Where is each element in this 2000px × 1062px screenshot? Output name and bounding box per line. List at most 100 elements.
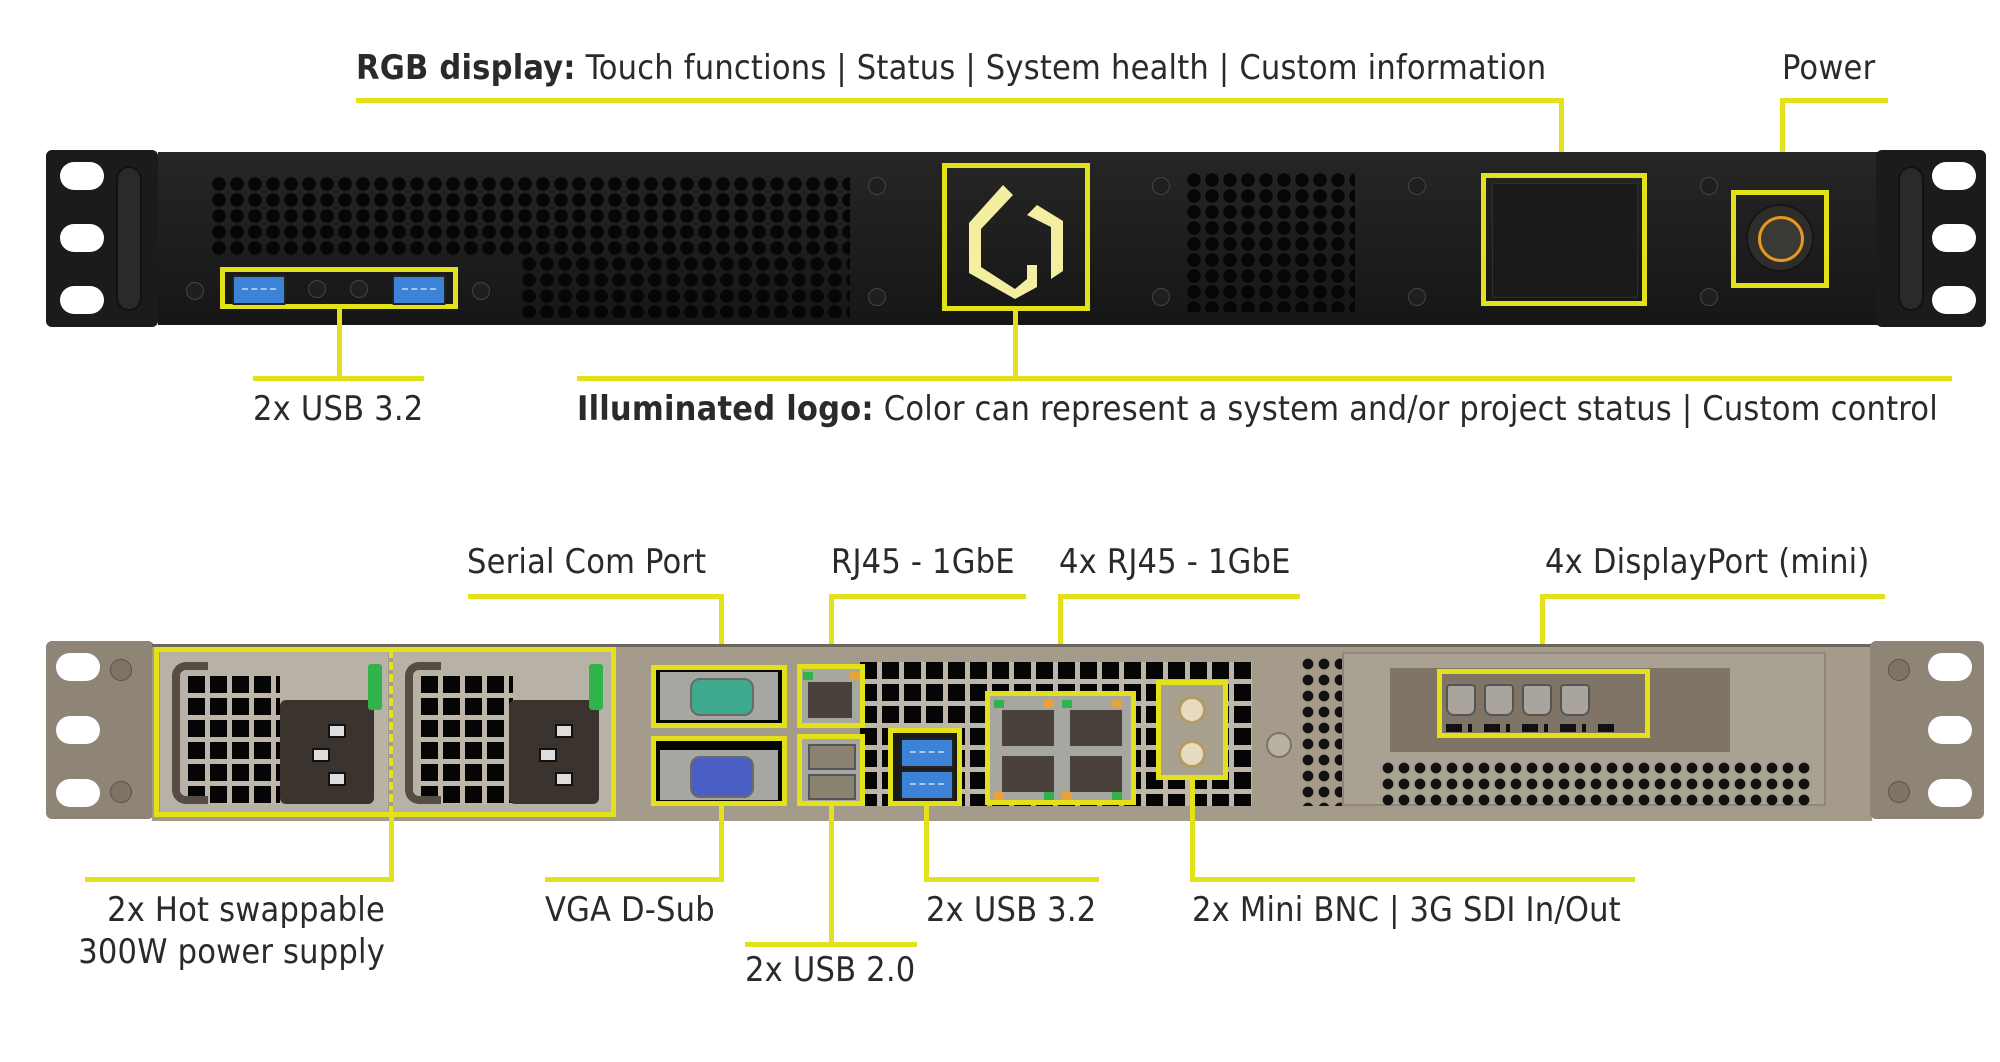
displayport-leader-v (1540, 594, 1545, 670)
usb2-port[interactable] (808, 744, 856, 770)
screw-icon (1152, 288, 1170, 306)
psu-leader-h (85, 877, 394, 882)
rack-ear-slot (1928, 716, 1972, 744)
vga-leader-v (719, 806, 724, 881)
illuminated-logo-leader-v (1013, 311, 1018, 379)
led-green (1062, 700, 1072, 708)
power-ring-icon (1758, 216, 1804, 262)
psu-release-latch[interactable] (368, 664, 382, 710)
serial-label: Serial Com Port (467, 542, 707, 582)
screw-icon (868, 177, 886, 195)
rack-ear-slot (56, 779, 100, 807)
screw-icon (1408, 288, 1426, 306)
rj45-port[interactable] (1002, 710, 1054, 746)
bnc-label: 2x Mini BNC | 3G SDI In/Out (1192, 890, 1621, 930)
rack-handle (116, 166, 142, 311)
illuminated-logo-icon (969, 185, 1063, 299)
rgb-display-highlight (1481, 173, 1647, 306)
psu-release-latch[interactable] (589, 664, 603, 710)
usb2-leader-v (829, 806, 834, 946)
rj45-port[interactable] (1002, 756, 1054, 792)
rj45-port[interactable] (808, 682, 852, 718)
power-button[interactable] (1748, 206, 1812, 270)
vga-port[interactable] (690, 756, 754, 798)
rack-ear-slot (1932, 162, 1976, 190)
psu-handle[interactable] (405, 662, 441, 804)
rgb-display-label: RGB display: Touch functions | Status | … (356, 48, 1546, 88)
mini-displayport[interactable] (1560, 684, 1590, 716)
pcie-vent-dots (1380, 760, 1810, 806)
front-vent-left (210, 176, 850, 256)
illuminated-logo-title: Illuminated logo: (577, 389, 874, 429)
mini-displayport[interactable] (1484, 684, 1514, 716)
rack-ear-slot (56, 653, 100, 681)
power-supply-2[interactable] (393, 652, 611, 812)
inlet-pin (539, 748, 557, 762)
illuminated-logo-label: Illuminated logo: Color can represent a … (577, 389, 1938, 429)
front-usb-port[interactable] (232, 275, 286, 305)
rj45-quad-highlight (985, 691, 1136, 805)
rj45-highlight (797, 664, 865, 728)
front-vent-left-lower (520, 256, 850, 318)
led-green (1044, 792, 1054, 800)
rgb-display-description: Touch functions | Status | System health… (585, 48, 1547, 88)
screw-icon (186, 282, 204, 300)
rack-ear-slot (1932, 224, 1976, 252)
bnc-leader-v (1190, 780, 1195, 881)
front-usb-highlight (220, 267, 458, 309)
screw-icon (350, 280, 368, 298)
mini-bnc-connector[interactable] (1178, 740, 1206, 768)
mini-displayport[interactable] (1522, 684, 1552, 716)
psu-leader-v (389, 817, 394, 881)
rj45-quad-leader-h (1058, 594, 1300, 599)
displayport-label: 4x DisplayPort (mini) (1545, 542, 1870, 582)
inlet-pin (328, 772, 346, 786)
usb2-highlight (797, 734, 865, 806)
psu-highlight (154, 647, 616, 817)
mounting-screw-icon (1266, 732, 1292, 758)
power-supply-1[interactable] (160, 652, 388, 812)
front-usb-leader-v (337, 309, 342, 379)
psu-handle[interactable] (172, 662, 208, 804)
screw-icon (308, 280, 326, 298)
displayport-leader-h (1540, 594, 1885, 599)
mini-displayport[interactable] (1446, 684, 1476, 716)
usb3-port[interactable] (900, 770, 954, 800)
usb2-leader-h (745, 942, 917, 947)
serial-com-port[interactable] (690, 678, 754, 716)
usb3-highlight (888, 728, 962, 806)
front-usb-port[interactable] (392, 275, 446, 305)
rear-vent-dots (1300, 656, 1346, 806)
serial-leader-h (468, 594, 724, 599)
rear-panel: Serial Com Port RJ45 - 1GbE 4x RJ45 - 1G… (0, 520, 2000, 1062)
power-inlet-icon (280, 700, 374, 804)
usb3-label: 2x USB 3.2 (926, 890, 1097, 930)
usb3-port[interactable] (900, 738, 954, 768)
rj45-label: RJ45 - 1GbE (831, 542, 1015, 582)
usb2-port[interactable] (808, 774, 856, 800)
screw-icon (110, 781, 132, 803)
led-amber (1062, 792, 1072, 800)
rj45-port[interactable] (1070, 756, 1122, 792)
power-leader-v (1780, 98, 1785, 190)
rj45-port[interactable] (1070, 710, 1122, 746)
led-green (803, 672, 813, 680)
usb3-leader-v (924, 806, 929, 881)
illuminated-logo-leader-h (577, 376, 1952, 381)
rear-left-rack-ear (46, 641, 154, 819)
screw-icon (1700, 177, 1718, 195)
rack-ear-slot (60, 224, 104, 252)
vga-label: VGA D-Sub (545, 890, 715, 930)
rgb-display-screen[interactable] (1492, 183, 1638, 298)
psu-label-line1: 2x Hot swappable (107, 890, 385, 930)
bnc-leader-h (1190, 877, 1635, 882)
led-amber (1112, 700, 1122, 708)
psu-fan-grill (188, 676, 280, 804)
power-button-highlight (1731, 190, 1829, 288)
led-amber (850, 672, 860, 680)
psu-label-line2: 300W power supply (78, 932, 385, 972)
rj45-quad-label: 4x RJ45 - 1GbE (1059, 542, 1291, 582)
serial-highlight (651, 665, 787, 728)
rack-ear-slot (1932, 286, 1976, 314)
mini-bnc-connector[interactable] (1178, 696, 1206, 724)
